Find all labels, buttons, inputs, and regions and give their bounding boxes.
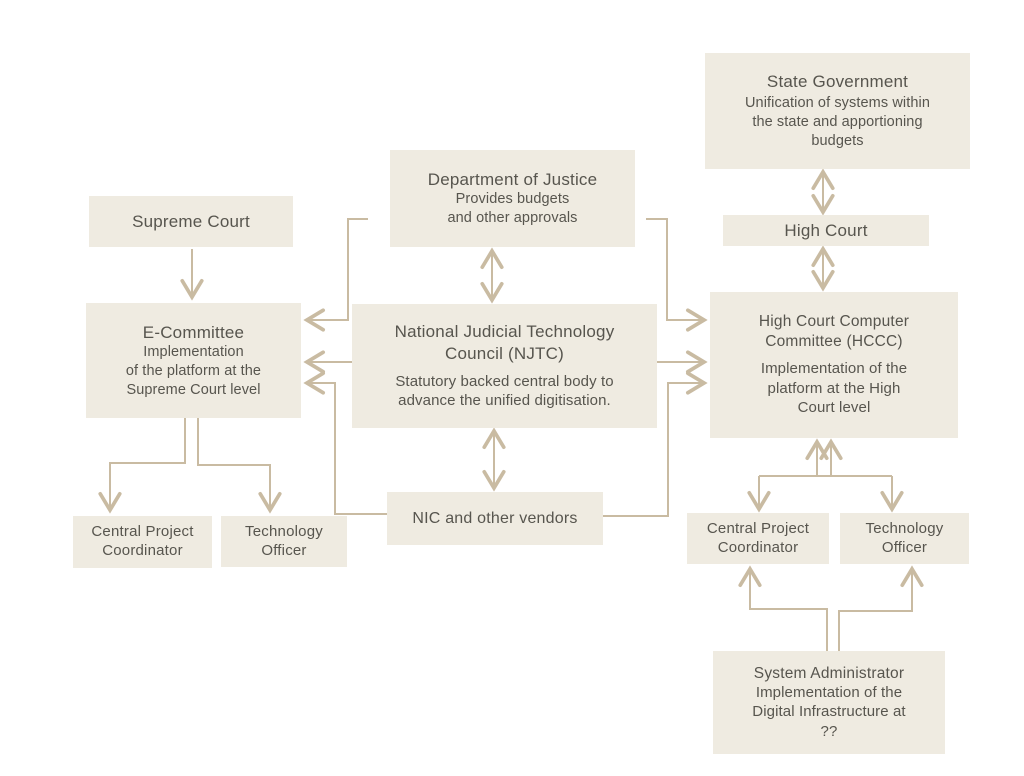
- node-high-court: High Court: [723, 215, 929, 246]
- node-system-administrator: System Administrator Implementation of t…: [713, 651, 945, 754]
- node-body: Implementation of the platform at the Hi…: [760, 360, 908, 417]
- node-state-government: State Government Unification of systems …: [705, 53, 970, 169]
- node-title: E-Committee: [142, 322, 245, 342]
- node-title: Technology Officer: [865, 519, 944, 556]
- node-body: Provides budgets and other approvals: [447, 191, 578, 227]
- edge-e-committee-to-cpc-left: [98, 418, 186, 514]
- node-nic-vendors: NIC and other vendors: [387, 492, 603, 545]
- node-body: Implementation of the Digital Infrastruc…: [752, 683, 906, 740]
- edge-sysadmin-to-cpc-right: [738, 565, 828, 651]
- node-body: Statutory backed central body to advance…: [395, 372, 614, 410]
- node-hccc: High Court Computer Committee (HCCC) Imp…: [710, 292, 958, 438]
- node-title: Central Project Coordinator: [706, 519, 810, 556]
- node-body: Implementation of the platform at the Su…: [125, 343, 262, 398]
- node-title: State Government: [766, 72, 909, 92]
- edge-sysadmin-to-to-right: [838, 565, 924, 651]
- node-title: System Administrator: [753, 664, 905, 682]
- node-supreme-court: Supreme Court: [89, 196, 293, 247]
- node-title: NIC and other vendors: [412, 509, 578, 527]
- node-e-committee: E-Committee Implementation of the platfo…: [86, 303, 301, 418]
- node-title: High Court Computer Committee (HCCC): [758, 313, 910, 350]
- node-department-of-justice: Department of Justice Provides budgets a…: [390, 150, 635, 247]
- node-body: Unification of systems within the state …: [744, 95, 931, 150]
- node-title: National Judicial Technology Council (NJ…: [394, 322, 615, 363]
- node-njtc: National Judicial Technology Council (NJ…: [352, 304, 657, 428]
- node-title: Central Project Coordinator: [91, 523, 194, 559]
- node-title: Department of Justice: [427, 170, 598, 190]
- node-central-project-coordinator-right: Central Project Coordinator: [687, 513, 829, 564]
- node-title: Supreme Court: [132, 211, 250, 231]
- node-central-project-coordinator-left: Central Project Coordinator: [73, 516, 212, 568]
- node-technology-officer-right: Technology Officer: [840, 513, 969, 564]
- node-title: High Court: [784, 220, 868, 240]
- node-title: Technology Officer: [245, 522, 323, 559]
- node-technology-officer-left: Technology Officer: [221, 516, 347, 567]
- edge-e-committee-to-to-left: [197, 418, 282, 514]
